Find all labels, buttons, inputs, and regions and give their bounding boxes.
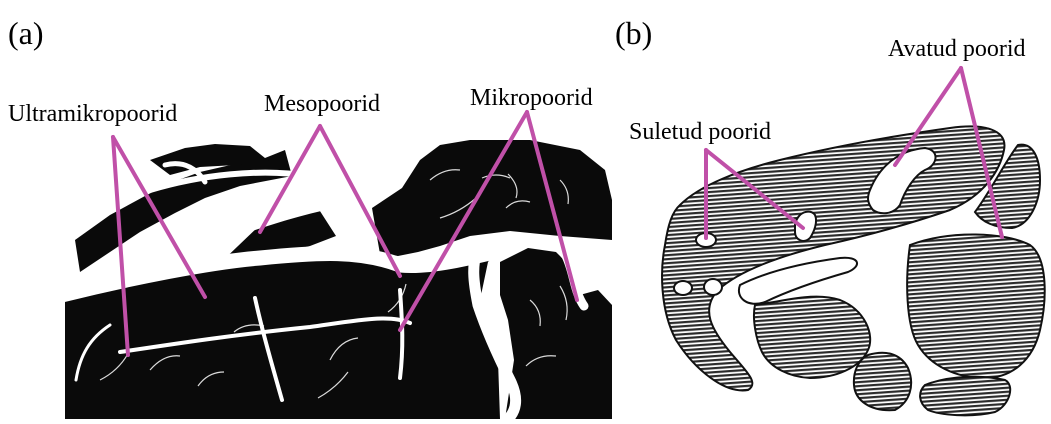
label-mikropoorid: Mikropoorid <box>470 85 593 111</box>
panel-a-letter: (a) <box>8 15 44 51</box>
particle-lower-left <box>754 297 870 378</box>
label-avatud-poorid: Avatud poorid <box>888 36 1026 62</box>
panel-b-letter: (b) <box>615 15 652 51</box>
particle-right <box>907 234 1045 378</box>
label-mesopoorid: Mesopoorid <box>264 91 380 117</box>
label-suletud-poorid: Suletud poorid <box>629 119 771 145</box>
label-ultramikropoorid: Ultramikropoorid <box>8 101 177 127</box>
particle-bottom-right <box>920 377 1010 416</box>
particle-bottom-center <box>854 353 911 410</box>
panel-a-micrograph <box>62 140 612 419</box>
